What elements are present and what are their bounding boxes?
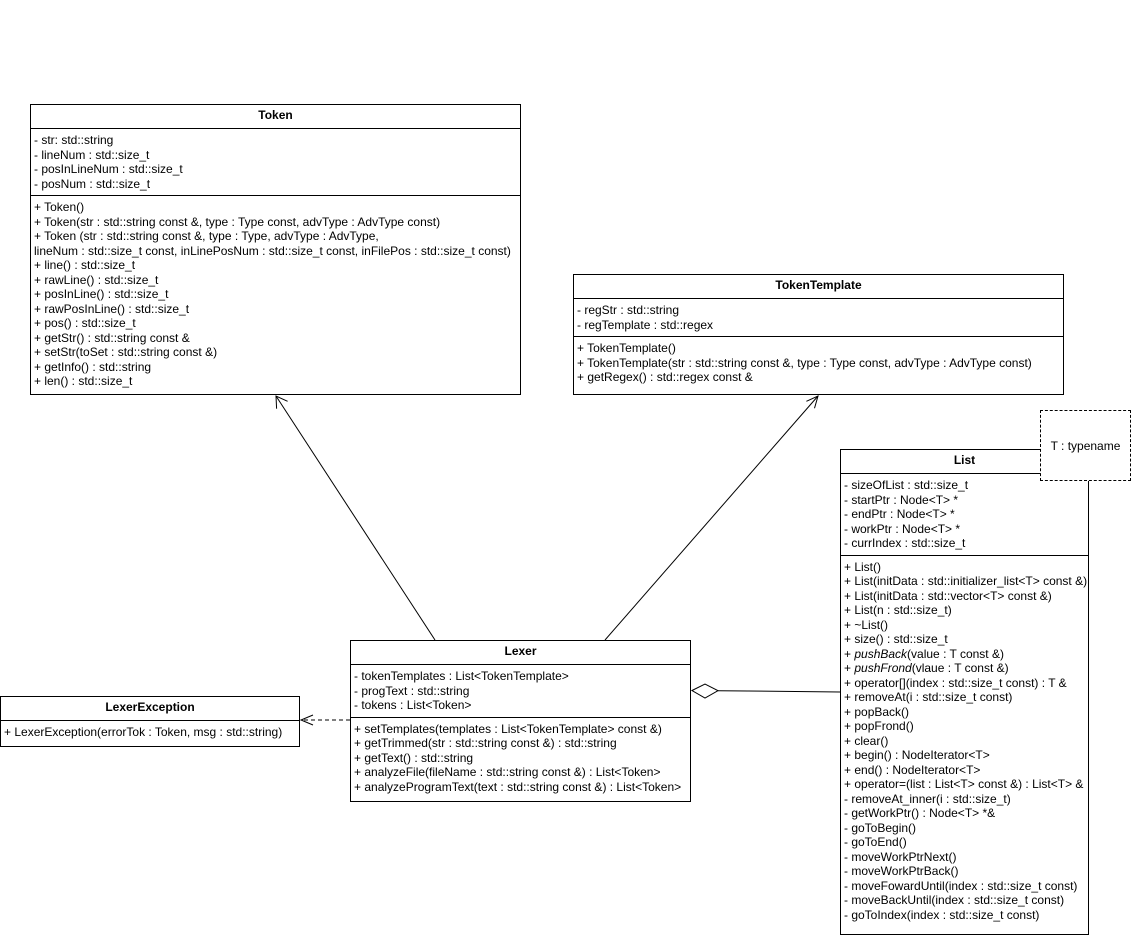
arrowhead-token [275, 395, 288, 409]
member-line: - posNum : std::size_t [34, 176, 151, 191]
class-lexer[interactable]: Lexer - tokenTemplates : List<TokenTempl… [350, 640, 691, 802]
class-list[interactable]: List - sizeOfList : std::size_t- startPt… [840, 449, 1089, 935]
operations-section: + List()+ List(initData : std::initializ… [841, 554, 1088, 927]
member-line: - currIndex : std::size_t [844, 536, 966, 550]
template-parameter-box: T : typename [1040, 410, 1131, 481]
member-line: + begin() : NodeIterator<T> [844, 748, 990, 762]
member-line: - tokens : List<Token> [354, 698, 472, 712]
member-line: + LexerException(errorTok : Token, msg :… [4, 725, 283, 739]
member-line: - lineNum : std::size_t [34, 147, 150, 162]
member-line: - progText : std::string [354, 683, 470, 698]
member-line: + rawPosInLine() : std::size_t [34, 301, 190, 316]
member-line: + setStr(toSet : std::string const &) [34, 345, 218, 359]
class-name: List [841, 450, 1088, 474]
member-line: - removeAt_inner(i : std::size_t) [844, 791, 1011, 806]
member-line: - moveBackUntil(index : std::size_t cons… [844, 893, 1065, 907]
member-line: + analyzeFile(fileName : std::string con… [354, 765, 661, 779]
edge-lexer-to-token [275, 395, 436, 641]
member-line: + clear() [844, 733, 889, 748]
member-line: lineNum : std::size_t const, inLinePosNu… [34, 243, 511, 258]
member-line: + Token (str : std::string const &, type… [34, 229, 379, 243]
member-line: + pushBack(value : T const &) [844, 646, 1004, 661]
member-line: - workPtr : Node<T> * [844, 521, 961, 536]
member-line: + Token(str : std::string const &, type … [34, 214, 441, 229]
edge-lexer-to-tokentemplate [604, 395, 819, 641]
member-line: - endPtr : Node<T> * [844, 507, 955, 521]
member-line: - startPtr : Node<T> * [844, 492, 959, 507]
member-line: + popBack() [844, 704, 910, 719]
attributes-section: - regStr : std::string- regTemplate : st… [574, 299, 1063, 336]
member-line: - goToBegin() [844, 820, 917, 835]
template-parameter: T : typename [1050, 438, 1121, 453]
member-line: + ~List() [844, 617, 889, 632]
class-name: Token [31, 105, 520, 129]
member-line: - goToEnd() [844, 835, 907, 849]
member-line: + getInfo() : std::string [34, 359, 152, 374]
member-line: + popFrond() [844, 719, 914, 733]
class-tokentemplate[interactable]: TokenTemplate - regStr : std::string- re… [573, 274, 1064, 395]
member-line: + List(initData : std::initializer_list<… [844, 574, 1088, 588]
class-name: TokenTemplate [574, 275, 1063, 299]
member-line: + getRegex() : std::regex const & [577, 370, 753, 384]
class-token[interactable]: Token - str: std::string- lineNum : std:… [30, 104, 521, 395]
member-line: - str: std::string [34, 133, 114, 147]
aggregation-diamond [690, 683, 720, 699]
member-line: + line() : std::size_t [34, 258, 136, 272]
member-line: + getStr() : std::string const & [34, 330, 190, 345]
member-line: + posInLine() : std::size_t [34, 287, 169, 301]
member-line: + analyzeProgramText(text : std::string … [354, 779, 682, 794]
member-line: + getTrimmed(str : std::string const &) … [354, 736, 617, 750]
member-line: + Token() [34, 200, 85, 214]
member-line: - moveWorkPtrBack() [844, 864, 959, 878]
member-line: + TokenTemplate() [577, 341, 676, 355]
attributes-section: - tokenTemplates : List<TokenTemplate>- … [351, 665, 690, 717]
member-line: - getWorkPtr() : Node<T> *& [844, 806, 996, 820]
class-lexerexception[interactable]: LexerException + LexerException(errorTok… [0, 696, 300, 747]
member-line: + List() [844, 559, 882, 574]
member-line: + pushFrond(vlaue : T const &) [844, 661, 1009, 675]
member-line: - tokenTemplates : List<TokenTemplate> [354, 669, 569, 683]
member-line: + List(initData : std::vector<T> const &… [844, 588, 1052, 603]
attributes-section: - sizeOfList : std::size_t- startPtr : N… [841, 474, 1088, 555]
member-line: - regTemplate : std::regex [577, 317, 714, 332]
member-line: - goToIndex(index : std::size_t const) [844, 907, 1040, 922]
member-line: - sizeOfList : std::size_t [844, 478, 969, 492]
member-line: - regStr : std::string [577, 303, 680, 317]
arrowhead-lexerexception [299, 714, 314, 726]
class-name: LexerException [1, 697, 299, 721]
member-line: + operator[](index : std::size_t const) … [844, 675, 1067, 690]
operations-section: + LexerException(errorTok : Token, msg :… [1, 721, 299, 744]
member-line: + end() : NodeIterator<T> [844, 762, 981, 777]
member-line: + rawLine() : std::size_t [34, 272, 159, 287]
member-line: + pos() : std::size_t [34, 316, 136, 330]
edge-list-to-lexer [717, 690, 841, 693]
member-line: + getText() : std::string [354, 750, 474, 765]
member-line: - moveWorkPtrNext() [844, 849, 957, 864]
member-line: + setTemplates(templates : List<TokenTem… [354, 721, 662, 736]
arrowhead-tokentemplate [806, 395, 819, 409]
member-line: + List(n : std::size_t) [844, 603, 952, 617]
operations-section: + TokenTemplate()+ TokenTemplate(str : s… [574, 336, 1063, 389]
attributes-section: - str: std::string- lineNum : std::size_… [31, 129, 520, 195]
operations-section: + Token()+ Token(str : std::string const… [31, 195, 520, 393]
operations-section: + setTemplates(templates : List<TokenTem… [351, 716, 690, 799]
member-line: + operator=(list : List<T> const &) : Li… [844, 777, 1084, 791]
member-line: + len() : std::size_t [34, 374, 133, 388]
class-name: Lexer [351, 641, 690, 665]
member-line: + TokenTemplate(str : std::string const … [577, 355, 1032, 370]
member-line: - posInLineNum : std::size_t [34, 162, 183, 176]
member-line: + size() : std::size_t [844, 632, 948, 646]
member-line: - moveFowardUntil(index : std::size_t co… [844, 878, 1078, 893]
member-line: + removeAt(i : std::size_t const) [844, 690, 1013, 704]
